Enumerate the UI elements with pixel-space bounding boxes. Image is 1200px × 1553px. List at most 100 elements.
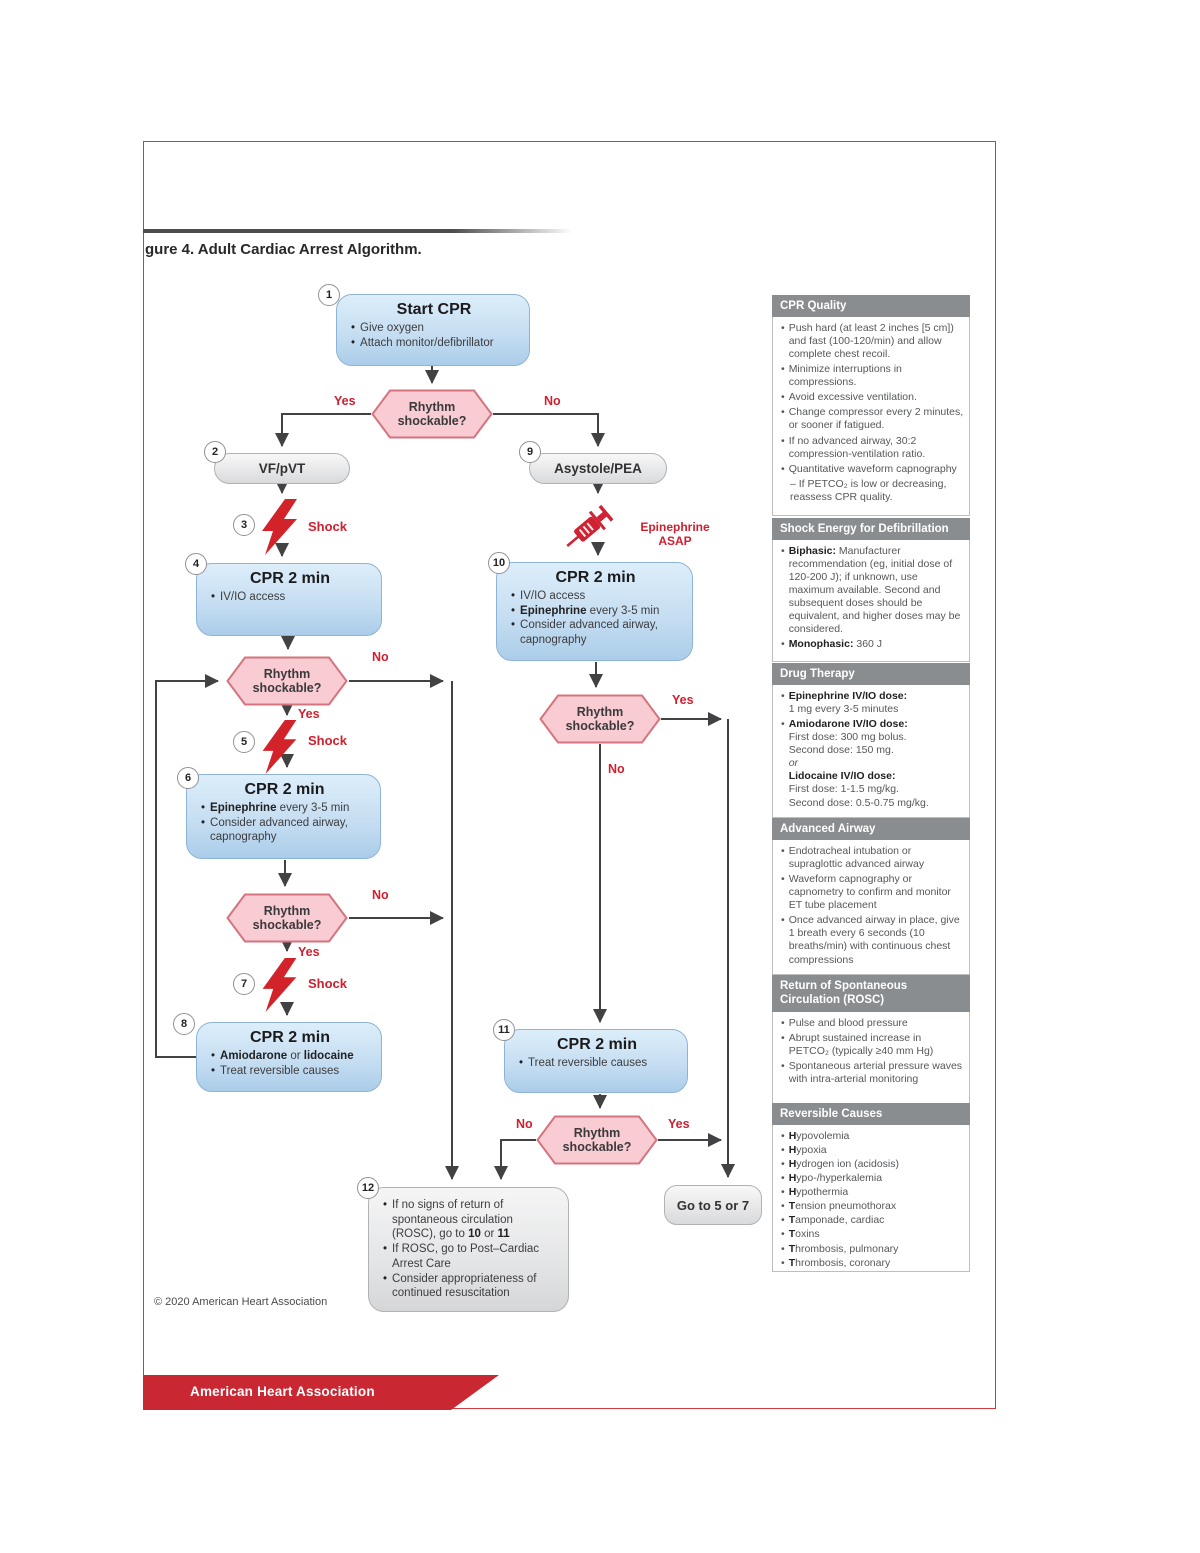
sidebar-section-reversible-causes: Reversible Causes Hypovolemia Hypoxia Hy…	[772, 1103, 970, 1273]
step-number-1: 1	[318, 284, 340, 306]
hexagon-shape	[539, 694, 661, 744]
decision-rhythm-shockable-5: Rhythm shockable?	[536, 1115, 658, 1165]
node-bullet: Consider advanced airway, capnography	[509, 618, 682, 647]
sidebar-section-advanced-airway: Advanced Airway Endotracheal intubation …	[772, 818, 970, 976]
node-goto-5-or-7: Go to 5 or 7	[664, 1185, 762, 1225]
sidebar-item: Hypoxia	[780, 1144, 964, 1157]
branch-label-yes: Yes	[334, 394, 356, 408]
step-number-6: 6	[177, 767, 199, 789]
sidebar-item: Spontaneous arterial pressure waves with…	[780, 1060, 964, 1086]
step-number-9: 9	[519, 441, 541, 463]
node-bullet: Amiodarone or lidocaine	[209, 1049, 371, 1064]
node-rosc-outcome: If no signs of return of spontaneous cir…	[368, 1187, 569, 1312]
branch-label-no: No	[372, 650, 389, 664]
sidebar-subitem: – If PETCO₂ is low or decreasing, reasse…	[790, 477, 947, 503]
sidebar-item: Minimize interruptions in compressions.	[780, 363, 964, 389]
sidebar-section-drug-therapy: Drug Therapy Epinephrine IV/IO dose: 1 m…	[772, 663, 970, 819]
sidebar-header: CPR Quality	[772, 295, 970, 318]
sidebar-header: Advanced Airway	[772, 818, 970, 841]
sidebar-item: Thrombosis, coronary	[780, 1257, 964, 1270]
sidebar-item: Epinephrine IV/IO dose: 1 mg every 3-5 m…	[780, 690, 964, 716]
sidebar-header: Reversible Causes	[772, 1103, 970, 1126]
footer-brand: American Heart Association	[190, 1384, 375, 1399]
node-bullet: If ROSC, go to Post–Cardiac Arrest Care	[381, 1242, 558, 1271]
step-number-10: 10	[488, 552, 510, 574]
branch-label-yes: Yes	[668, 1117, 690, 1131]
sidebar-section-cpr-quality: CPR Quality Push hard (at least 2 inches…	[772, 295, 970, 517]
node-start-cpr: Start CPR Give oxygen Attach monitor/def…	[336, 294, 530, 366]
sidebar-item: Waveform capnography or capnometry to co…	[780, 873, 964, 912]
sidebar-item: Tension pneumothorax	[780, 1200, 964, 1213]
hexagon-shape	[226, 893, 348, 943]
sidebar-item: Thrombosis, pulmonary	[780, 1243, 964, 1256]
node-vf-pvt: VF/pVT	[214, 453, 350, 484]
node-bullet: Attach monitor/defibrillator	[349, 336, 519, 351]
sidebar-item: Pulse and blood pressure	[780, 1017, 964, 1030]
step-number-8: 8	[173, 1013, 195, 1035]
step-number-4: 4	[185, 553, 207, 575]
node-cpr-2min-6: CPR 2 min Epinephrine every 3-5 min Cons…	[186, 774, 381, 859]
sidebar-header: Shock Energy for Defibrillation	[772, 518, 970, 541]
step-number-12: 12	[357, 1177, 379, 1199]
footer-banner	[143, 1375, 499, 1410]
hexagon-shape	[226, 656, 348, 706]
shock-bolt-icon	[262, 720, 297, 774]
node-cpr-2min-8: CPR 2 min Amiodarone or lidocaine Treat …	[196, 1022, 382, 1092]
sidebar-item: Monophasic: 360 J	[780, 638, 964, 651]
node-asystole-pea: Asystole/PEA	[529, 453, 667, 484]
shock-label: Shock	[308, 733, 348, 748]
sidebar-section-shock-energy: Shock Energy for Defibrillation Biphasic…	[772, 518, 970, 663]
sidebar-item: If no advanced airway, 30:2 compression-…	[780, 435, 964, 461]
shock-bolt-icon	[262, 499, 297, 555]
sidebar-item: Push hard (at least 2 inches [5 cm]) and…	[780, 322, 964, 361]
page-border	[143, 141, 996, 1409]
sidebar-header: Return of Spontaneous Circulation (ROSC)	[772, 975, 970, 1012]
node-bullet: Epinephrine every 3-5 min	[509, 604, 682, 619]
decision-rhythm-shockable-2: Rhythm shockable?	[226, 656, 348, 706]
sidebar-item: Once advanced airway in place, give 1 br…	[780, 914, 964, 966]
node-bullet: Consider appropriateness of continued re…	[381, 1272, 558, 1301]
branch-label-yes: Yes	[672, 693, 694, 707]
branch-label-no: No	[544, 394, 561, 408]
decision-rhythm-shockable-3: Rhythm shockable?	[226, 893, 348, 943]
sidebar-item: Endotracheal intubation or supraglottic …	[780, 845, 964, 871]
node-title: Start CPR	[396, 301, 472, 318]
node-cpr-2min-11: CPR 2 min Treat reversible causes	[504, 1029, 688, 1093]
node-bullet: Treat reversible causes	[209, 1064, 371, 1079]
node-bullet: Epinephrine every 3-5 min	[199, 801, 370, 816]
sidebar-item: Hypo-/hyperkalemia	[780, 1172, 964, 1185]
node-cpr-2min-10: CPR 2 min IV/IO access Epinephrine every…	[496, 562, 693, 661]
shock-label: Shock	[308, 976, 348, 991]
top-rule	[143, 229, 573, 233]
copyright-text: © 2020 American Heart Association	[154, 1296, 328, 1308]
branch-label-no: No	[372, 888, 389, 902]
figure-title: gure 4. Adult Cardiac Arrest Algorithm.	[145, 241, 422, 258]
sidebar-item: Biphasic: Manufacturer recommendation (e…	[780, 545, 964, 636]
sidebar-item: Change compressor every 2 minutes, or so…	[780, 406, 964, 432]
sidebar-item: Amiodarone IV/IO dose: First dose: 300 m…	[780, 718, 964, 809]
sidebar-item: Hypovolemia	[780, 1130, 964, 1143]
node-bullet: IV/IO access	[509, 589, 682, 604]
node-bullet: Give oxygen	[349, 321, 519, 336]
branch-label-yes: Yes	[298, 707, 320, 721]
node-bullet: Consider advanced airway, capnography	[199, 816, 370, 845]
step-number-5: 5	[233, 731, 255, 753]
syringe-icon	[566, 504, 614, 547]
sidebar-item: Tamponade, cardiac	[780, 1214, 964, 1227]
node-cpr-2min-4: CPR 2 min IV/IO access	[196, 563, 382, 636]
sidebar-item: Quantitative waveform capnography	[780, 463, 964, 476]
step-number-7: 7	[233, 973, 255, 995]
decision-rhythm-shockable-4: Rhythm shockable?	[539, 694, 661, 744]
decision-rhythm-shockable-1: Rhythm shockable?	[371, 389, 493, 439]
node-bullet: Treat reversible causes	[517, 1056, 677, 1071]
hexagon-shape	[536, 1115, 658, 1165]
node-bullet: IV/IO access	[209, 590, 371, 605]
sidebar-section-rosc: Return of Spontaneous Circulation (ROSC)…	[772, 975, 970, 1105]
step-number-11: 11	[493, 1019, 515, 1041]
step-number-3: 3	[233, 514, 255, 536]
branch-label-no: No	[516, 1117, 533, 1131]
sidebar-item: Abrupt sustained increase in PETCO₂ (typ…	[780, 1032, 964, 1058]
sidebar-item: Hydrogen ion (acidosis)	[780, 1158, 964, 1171]
branch-label-no: No	[608, 762, 625, 776]
